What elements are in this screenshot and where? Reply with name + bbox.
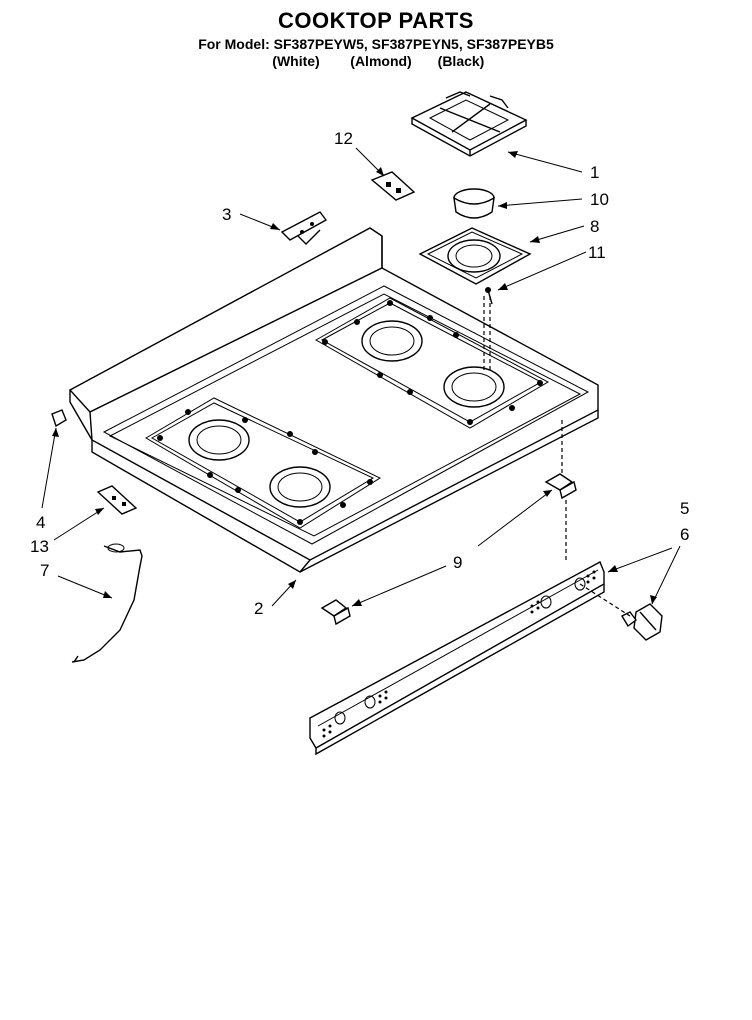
callout-13: 13 <box>30 537 49 556</box>
callout-10: 10 <box>590 190 609 209</box>
strip-13 <box>96 485 138 515</box>
clip-9-lower <box>320 599 351 626</box>
color-black: (Black) <box>437 53 485 69</box>
callout-11: 11 <box>588 243 606 262</box>
callout-7: 7 <box>40 561 49 580</box>
control-panel <box>309 561 605 756</box>
model-line: For Model: SF387PEYW5, SF387PEYN5, SF387… <box>198 36 554 52</box>
grate <box>410 91 528 157</box>
clip-9-upper <box>544 473 577 500</box>
control-knob <box>621 603 663 641</box>
callout-3: 3 <box>222 205 231 224</box>
screw <box>485 287 493 305</box>
callout-5: 5 <box>680 499 689 518</box>
callout-12: 12 <box>334 129 353 148</box>
diagram-title: COOKTOP PARTS <box>278 8 474 33</box>
bracket-4 <box>51 409 67 428</box>
callout-9: 9 <box>453 553 462 572</box>
support-rod <box>71 543 143 663</box>
leader-lines <box>41 147 681 607</box>
hinge <box>280 211 328 245</box>
callout-8: 8 <box>590 217 599 236</box>
burner-seal <box>418 227 532 285</box>
burner-cap <box>453 188 495 219</box>
color-almond: (Almond) <box>350 53 412 69</box>
clip-12 <box>370 171 416 201</box>
assembly-lines <box>483 296 631 617</box>
color-variants: (White) (Almond) (Black) <box>0 53 752 69</box>
cooktop-body <box>68 227 599 573</box>
color-white: (White) <box>272 53 320 69</box>
callout-labels: 1 10 8 11 12 3 4 13 7 2 9 5 6 <box>30 129 689 618</box>
leader-arrowheads <box>52 151 657 606</box>
callout-6: 6 <box>680 525 689 544</box>
callout-1: 1 <box>590 163 599 182</box>
callout-4: 4 <box>36 513 45 532</box>
callout-2: 2 <box>254 599 263 618</box>
